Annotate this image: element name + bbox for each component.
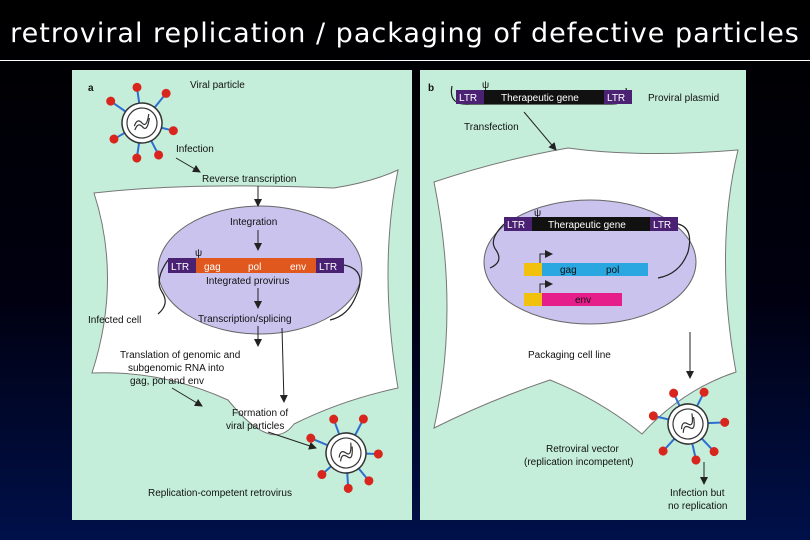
retroviral-vector-line-1: Retroviral vector [546,444,619,455]
proviral-plasmid-label: Proviral plasmid [648,93,719,104]
ltr-right-plasmid [604,90,632,104]
integrated-provirus-label: Integrated provirus [206,276,289,287]
psi-vector: ψ [534,208,541,219]
infection-label: Infection [176,144,214,155]
ltr-right-a-label: LTR [319,262,337,273]
env-label-a: env [290,262,306,273]
promoter-gagpol [524,263,542,276]
therapeutic-gene-vector-label: Therapeutic gene [548,220,626,231]
released-particle-icon [298,402,393,502]
therapeutic-gene-plasmid-label: Therapeutic gene [501,93,579,104]
therapeutic-gene-plasmid [484,90,604,104]
ltr-left-a-label: LTR [171,262,189,273]
promoter-env [524,293,542,306]
infected-cell-label: Infected cell [88,315,141,326]
env-label-b: env [575,295,591,306]
panel-a: a Viral particle Infection Reverse trans… [72,70,412,520]
pol-label-b: pol [606,265,619,276]
retroviral-vector-line-2: (replication incompetent) [524,457,634,468]
translation-line-1: Translation of genomic and [120,350,240,361]
panel-a-diagram: a Viral particle Infection Reverse trans… [88,77,399,502]
formation-line-2: viral particles [226,421,284,432]
panel-b-letter: b [428,83,434,94]
viral-particle-icon [101,77,183,167]
ltr-left-a [168,258,196,273]
panel-a-letter: a [88,83,94,94]
ltr-right-vector [650,217,678,231]
ltr-right-plasmid-label: LTR [607,93,625,104]
transfection-label: Transfection [464,122,519,133]
panel-b-diagram: b ψ LTR Therapeutic gene LTR Proviral pl… [428,80,742,512]
pol-label-a: pol [248,262,261,273]
formation-line-1: Formation of [232,408,288,419]
ltr-left-plasmid-label: LTR [459,93,477,104]
gag-label-a: gag [204,262,221,273]
title-divider [0,60,810,61]
infection-but-line-2: no replication [668,501,727,512]
ltr-right-a [316,258,344,273]
infection-but-line-1: Infection but [670,488,725,499]
ltr-left-vector-label: LTR [507,220,525,231]
psi-plasmid: ψ [482,80,489,91]
transcription-splicing-label: Transcription/splicing [198,314,292,325]
gag-pol-env-gene [196,258,316,273]
viral-particle-label: Viral particle [190,80,245,91]
reverse-transcription-label: Reverse transcription [202,174,296,185]
panel-b: b ψ LTR Therapeutic gene LTR Proviral pl… [420,70,746,520]
ltr-right-vector-label: LTR [653,220,671,231]
replication-competent-label: Replication-competent retrovirus [148,488,292,499]
therapeutic-gene-vector [532,217,650,231]
integration-label: Integration [230,217,277,228]
translation-line-3: gag, pol and env [130,376,204,387]
env-gene [542,293,622,306]
ltr-left-plasmid [456,90,484,104]
packaging-cell-line-label: Packaging cell line [528,350,611,361]
ltr-left-vector [504,217,532,231]
gag-label-b: gag [560,265,577,276]
slide-title: retroviral replication / packaging of de… [10,18,800,49]
psi-a: ψ [195,248,202,259]
gag-pol-gene [542,263,648,276]
translation-line-2: subgenomic RNA into [128,363,225,374]
